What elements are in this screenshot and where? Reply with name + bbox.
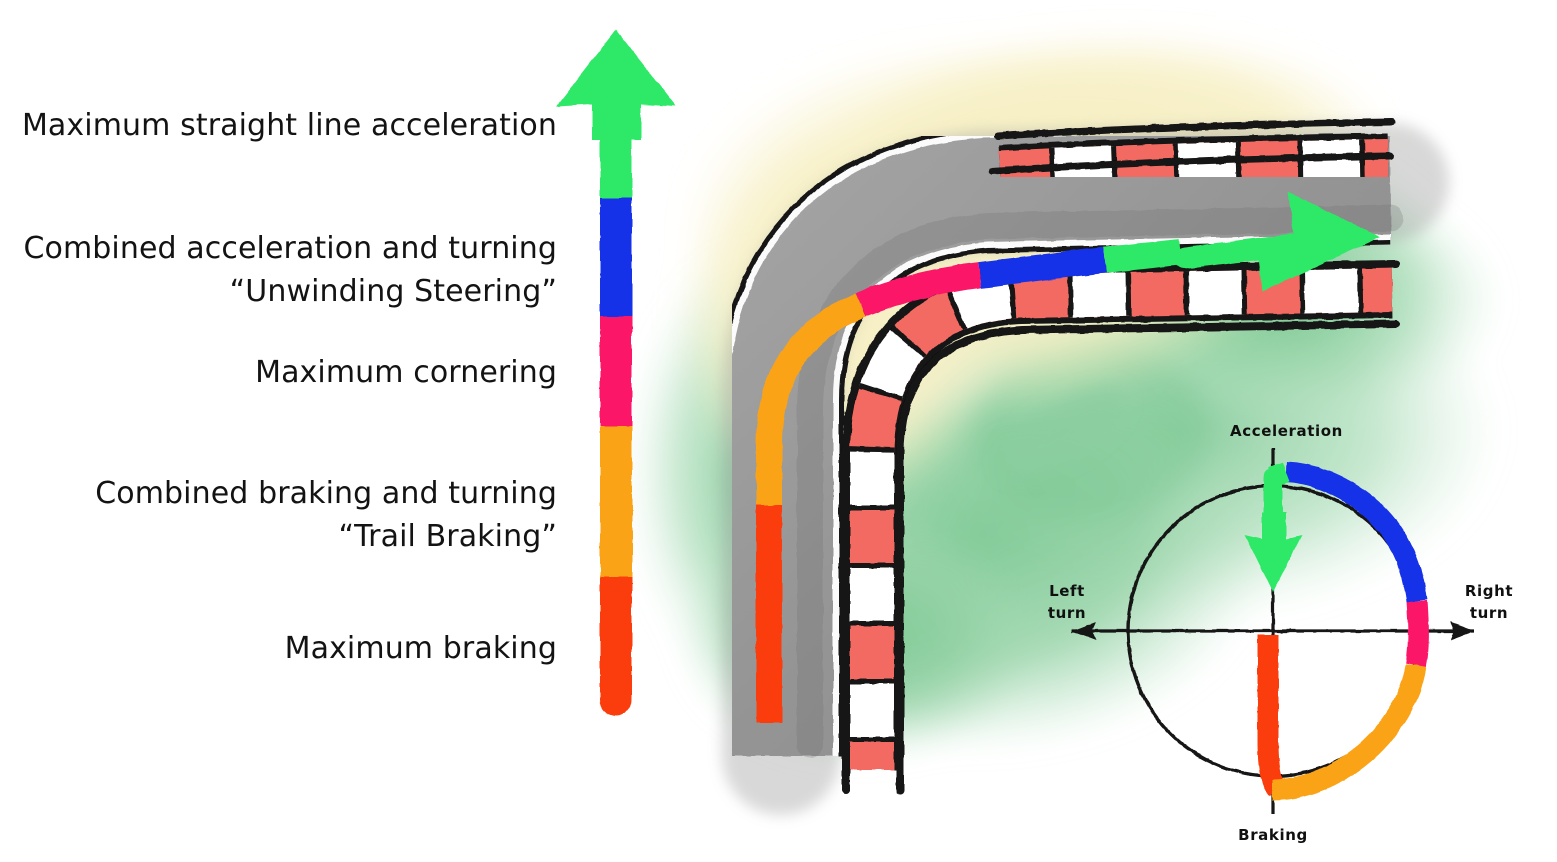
circle-label-right-turn: Right turn (1464, 582, 1514, 622)
exit-acceleration-arrow (1168, 192, 1380, 291)
legend-label-max-accel: Maximum straight line acceleration (21, 108, 557, 143)
racing-line (756, 239, 1182, 723)
racing-line-green-stub (1103, 239, 1182, 273)
trace-blue (1285, 461, 1428, 603)
trace-green-arrow (1245, 468, 1302, 592)
outer-kerb (992, 118, 1392, 171)
circle-label-braking: Braking (1238, 826, 1308, 844)
racing-line-pink (856, 262, 982, 318)
circle-label-left-turn: Left turn (1047, 582, 1087, 622)
trace-orange (1271, 663, 1427, 801)
trace-pink (1405, 600, 1429, 667)
racing-line-blue (978, 247, 1107, 288)
asphalt-shading (797, 205, 1403, 758)
legend-label-combined-accel: Combined acceleration and turning “Unwin… (23, 231, 557, 309)
legend-label-max-cornering: Maximum cornering (255, 355, 557, 390)
legend-label-combined-braking: Combined braking and turning “Trail Brak… (95, 476, 557, 554)
circle-label-acceleration: Acceleration (1230, 422, 1343, 440)
legend-label-max-braking: Maximum braking (284, 631, 557, 666)
trace-red (1257, 635, 1286, 797)
racing-line-orange (756, 292, 867, 505)
scale-arrow-head (557, 30, 676, 140)
grass-wash-corner (1002, 388, 1124, 476)
